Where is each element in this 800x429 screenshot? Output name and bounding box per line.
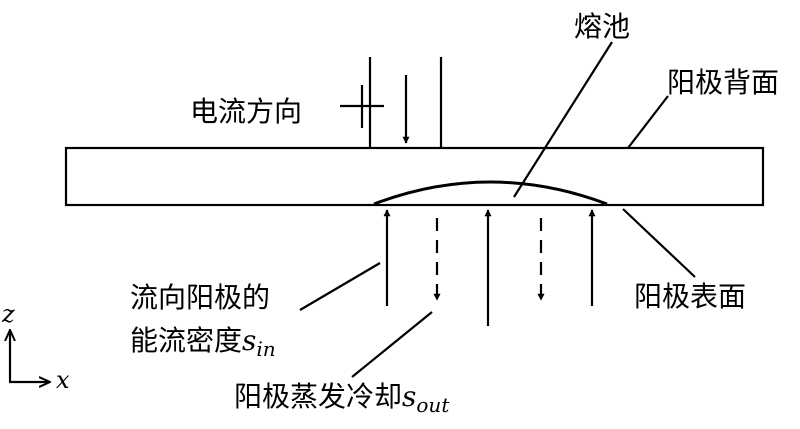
anode-surface-leader <box>622 208 696 278</box>
x-axis-label: x <box>56 366 70 394</box>
molten-pool-leader <box>513 41 613 198</box>
anode-surface-label: 阳极表面 <box>634 280 746 313</box>
energy-in-label-line2: 能流密度sin <box>130 324 276 361</box>
z-axis-label: z <box>1 300 15 328</box>
evap-leader <box>351 311 433 378</box>
current-direction-label: 电流方向 <box>190 95 302 128</box>
energy-in-leader <box>299 262 381 311</box>
energy-in-label-line1: 流向阳极的 <box>130 281 270 314</box>
anode-back-label: 阳极背面 <box>667 66 779 99</box>
coordinate-axes: z x <box>1 300 70 394</box>
molten-pool-label: 熔池 <box>574 10 630 43</box>
anode-back-leader <box>627 95 669 149</box>
anode-plate <box>64 146 765 207</box>
evap-cooling-label: 阳极蒸发冷却sout <box>234 380 450 417</box>
molten-pool-arc <box>373 180 608 206</box>
